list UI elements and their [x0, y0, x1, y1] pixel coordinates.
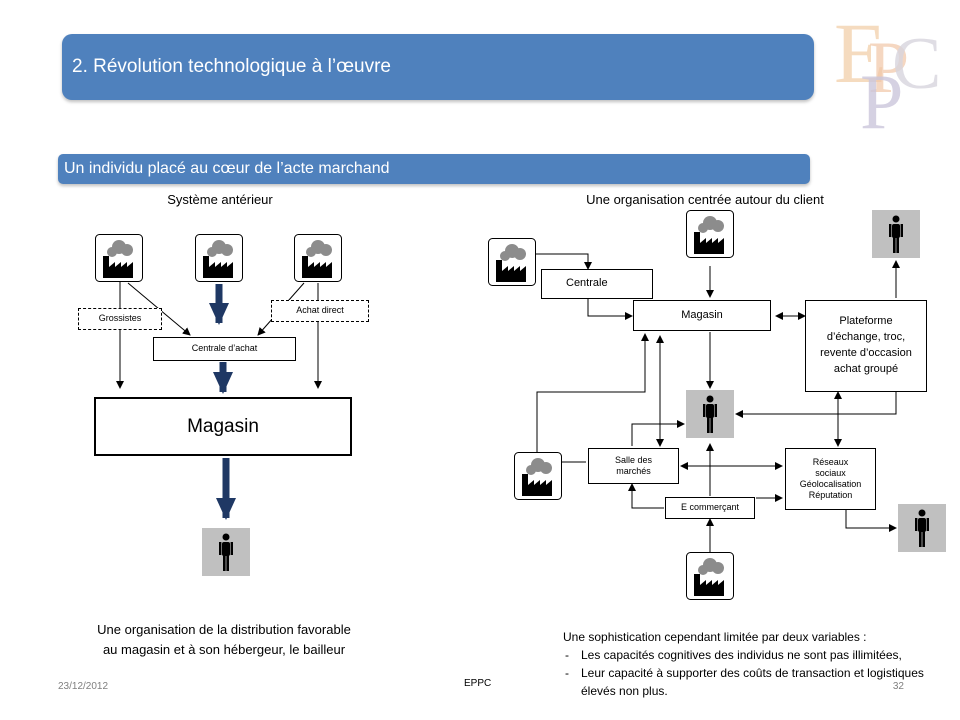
- svg-text:E: E: [834, 5, 887, 101]
- person-icon: [898, 504, 946, 552]
- person-icon: [686, 390, 734, 438]
- left-caption-line1: Une organisation de la distribution favo…: [97, 622, 351, 637]
- factory-icon: [294, 234, 342, 282]
- slide-title: 2. Révolution technologique à l’œuvre: [62, 34, 814, 100]
- centrale-achat-box: Centrale d’achat: [153, 337, 296, 361]
- person-icon: [202, 528, 250, 576]
- eppc-logo: E P C P: [834, 5, 941, 140]
- footer-date: 23/12/2012: [58, 681, 109, 692]
- reseaux-sociaux-box: Réseaux sociaux Géolocalisation Réputati…: [785, 448, 876, 510]
- note-intro: Une sophistication cependant limitée par…: [563, 630, 867, 644]
- page-number: 32: [892, 681, 904, 692]
- svg-text:P: P: [860, 58, 903, 140]
- slide-subtitle: Un individu placé au cœur de l’acte marc…: [58, 154, 810, 184]
- footer-center: EPPC: [464, 678, 492, 689]
- left-caption: Une organisation de la distribution favo…: [54, 620, 394, 660]
- person-icon: [872, 210, 920, 258]
- factory-icon: [488, 238, 536, 286]
- magasin-box: Magasin: [94, 397, 352, 456]
- salle-line1: Salle des: [614, 454, 653, 465]
- reseaux-line1: Réseaux: [812, 456, 849, 467]
- achat-direct-box: Achat direct: [271, 300, 369, 322]
- right-connectors: [536, 253, 900, 552]
- reseaux-line3: Géolocalisation: [799, 479, 862, 489]
- factory-icon: [195, 234, 243, 282]
- grossistes-box: Grossistes: [78, 308, 162, 330]
- note-item: Les capacités cognitives des individus n…: [563, 646, 943, 664]
- reseaux-line2: sociaux: [815, 467, 846, 478]
- factory-icon: [686, 552, 734, 600]
- left-heading: Système antérieur: [167, 192, 273, 207]
- factory-icon: [514, 452, 562, 500]
- centrale-box: Centrale: [541, 269, 653, 299]
- right-heading: Une organisation centrée autour du clien…: [586, 192, 824, 207]
- salle-des-marches-box: Salle des marchés: [588, 448, 679, 484]
- salle-line2: marchés: [616, 466, 651, 476]
- left-heavy-arrows: [209, 284, 236, 520]
- svg-text:P: P: [868, 27, 909, 109]
- magasin-right-box: Magasin: [633, 300, 771, 331]
- reseaux-line4: Réputation: [808, 490, 853, 501]
- factory-icon: [95, 234, 143, 282]
- left-caption-line2: au magasin et à son hébergeur, le baille…: [102, 642, 346, 658]
- e-commercant-box: E commerçant: [665, 497, 755, 519]
- limitations-note: Une sophistication cependant limitée par…: [563, 628, 943, 700]
- factory-icon: [686, 210, 734, 258]
- note-item: Leur capacité à supporter des coûts de t…: [563, 664, 943, 700]
- plateforme-box: Plateforme d’échange, troc, revente d’oc…: [805, 300, 927, 392]
- svg-text:C: C: [892, 23, 941, 105]
- note-list: Les capacités cognitives des individus n…: [563, 646, 943, 700]
